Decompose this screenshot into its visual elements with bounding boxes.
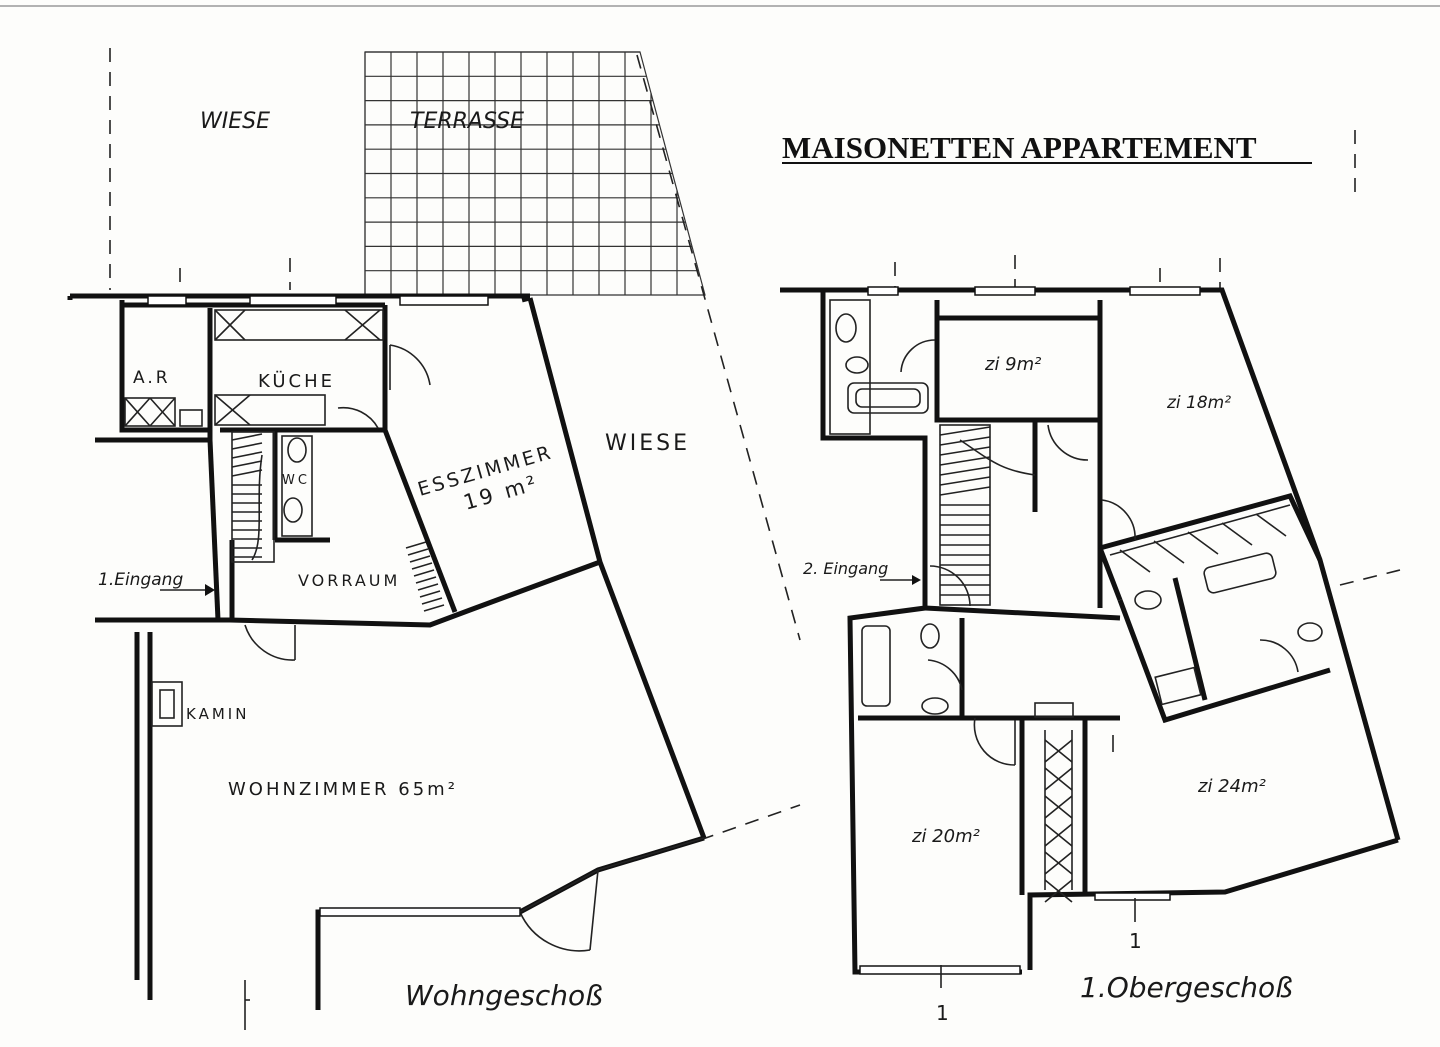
label-wiese-top: WIESE xyxy=(200,109,270,134)
label-wohnzimmer: WOHNZIMMER 65m² xyxy=(228,779,458,800)
label-terrasse: TERRASSE xyxy=(410,109,524,134)
section-mark-1b: 1 xyxy=(1129,929,1145,953)
windows-top xyxy=(147,295,489,306)
upper-stair xyxy=(939,424,1036,606)
fireplace xyxy=(151,681,183,727)
kitchen-counters xyxy=(124,309,384,427)
label-zi9: zi 9m² xyxy=(984,354,1041,375)
terrace-tiles xyxy=(364,51,706,296)
ground-stair xyxy=(231,431,275,563)
label-ar: A.R xyxy=(133,368,171,388)
label-kamin: KAMIN xyxy=(186,705,249,723)
ground-floor-plan: WIESE TERRASSE WIESE A.R KÜCHE WC ESSZIM… xyxy=(67,48,801,1030)
upper-floor-plan: 1 1 zi 9m² zi 18m² 2. Eingang zi 24m² zi… xyxy=(780,130,1401,1025)
label-kueche: KÜCHE xyxy=(258,370,335,392)
caption-upper-floor: 1.Obergeschoß xyxy=(1080,971,1293,1004)
label-wc: WC xyxy=(282,473,310,488)
section-mark-1a: 1 xyxy=(936,1001,952,1025)
label-zi24: zi 24m² xyxy=(1197,776,1266,797)
label-zi18: zi 18m² xyxy=(1166,393,1231,413)
label-vorraum: VORRAUM xyxy=(298,571,400,590)
caption-ground-floor: Wohngeschoß xyxy=(405,979,603,1012)
closet-hatch xyxy=(1044,730,1073,903)
label-wiese-right: WIESE xyxy=(605,431,690,456)
label-zi20: zi 20m² xyxy=(911,826,980,847)
shelf-hatch xyxy=(405,541,445,612)
label-eingang-2: 2. Eingang xyxy=(803,559,888,578)
plan-title: MAISONETTEN APPARTEMENT xyxy=(782,130,1257,165)
label-eingang-1: 1.Eingang xyxy=(98,570,183,590)
